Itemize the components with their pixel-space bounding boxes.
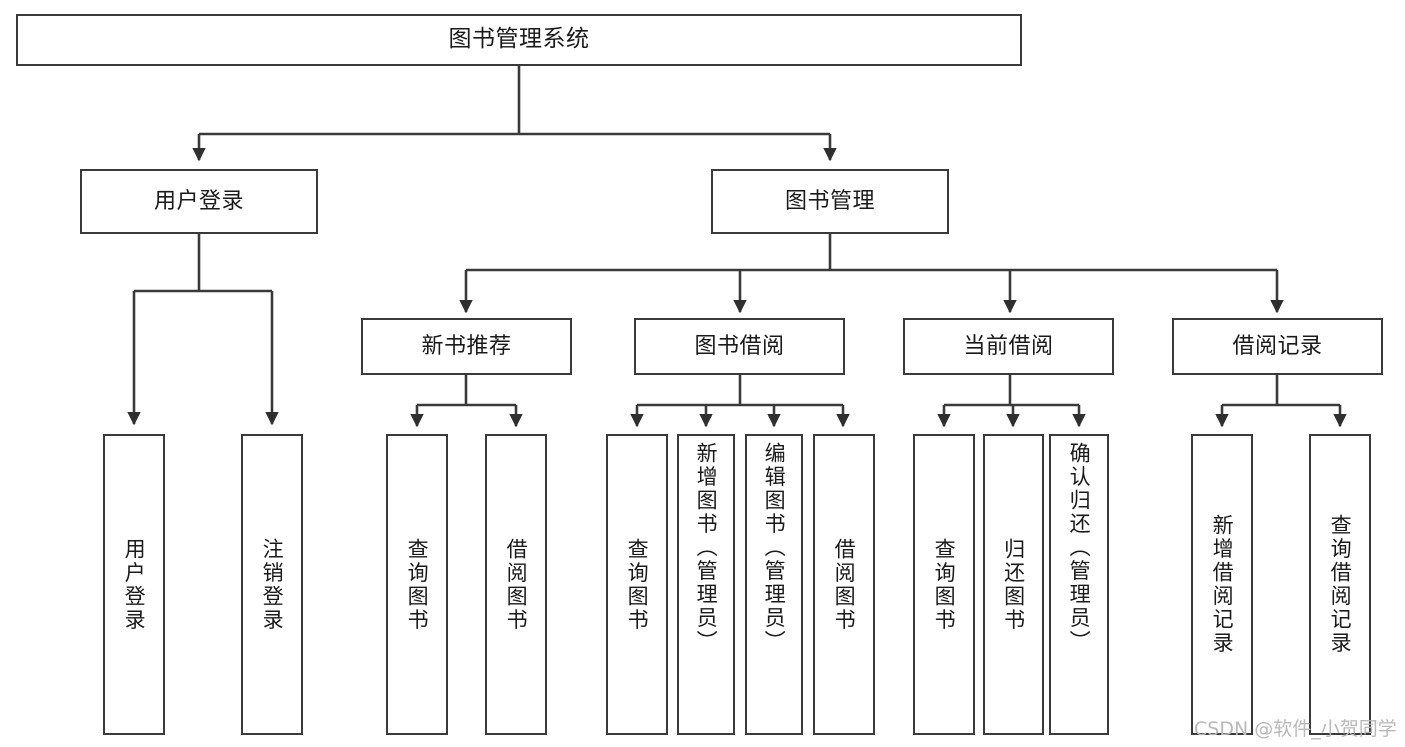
leaf-rec-borrow[interactable]: 借阅图书 — [485, 434, 547, 735]
leaf-cur-confirm-label: 确认归还（管理员） — [1067, 442, 1092, 654]
csdn-watermark: CSDN @软件_小贺同学 — [1194, 718, 1397, 740]
leaf-cur-return[interactable]: 归还图书 — [983, 434, 1044, 735]
leaf-cur-confirm[interactable]: 确认归还（管理员） — [1049, 434, 1109, 735]
leaf-borrow-add[interactable]: 新增图书（管理员） — [677, 434, 735, 735]
node-book-borrow[interactable]: 图书借阅 — [634, 318, 845, 375]
node-current-borrow-label: 当前借阅 — [963, 333, 1054, 359]
leaf-user-logout-label: 注销登录 — [260, 537, 285, 632]
leaf-borrow-lend[interactable]: 借阅图书 — [813, 434, 875, 735]
node-book-manage-label: 图书管理 — [784, 188, 875, 214]
leaf-rec-add-label: 新增借阅记录 — [1210, 514, 1235, 655]
node-root-label: 图书管理系统 — [448, 26, 590, 53]
leaf-borrow-query-label: 查询图书 — [625, 537, 650, 632]
leaf-user-login-label: 用户登录 — [122, 537, 147, 632]
leaf-rec-query-label: 查询图书 — [405, 537, 430, 632]
leaf-rec-add[interactable]: 新增借阅记录 — [1191, 434, 1253, 735]
node-book-borrow-label: 图书借阅 — [694, 333, 785, 359]
node-borrow-record[interactable]: 借阅记录 — [1172, 318, 1383, 375]
leaf-rec-query2-label: 查询借阅记录 — [1328, 514, 1353, 655]
leaf-cur-query[interactable]: 查询图书 — [913, 434, 975, 735]
leaf-user-login[interactable]: 用户登录 — [103, 434, 165, 735]
node-root[interactable]: 图书管理系统 — [16, 14, 1022, 66]
leaf-rec-query[interactable]: 查询图书 — [386, 434, 448, 735]
node-user-login-label: 用户登录 — [153, 188, 244, 214]
leaf-cur-query-label: 查询图书 — [932, 537, 957, 632]
node-user-login[interactable]: 用户登录 — [80, 169, 318, 234]
node-current-borrow[interactable]: 当前借阅 — [903, 318, 1114, 375]
node-book-manage[interactable]: 图书管理 — [711, 169, 949, 234]
leaf-rec-query2[interactable]: 查询借阅记录 — [1309, 434, 1371, 735]
node-borrow-record-label: 借阅记录 — [1232, 333, 1323, 359]
leaf-rec-borrow-label: 借阅图书 — [504, 537, 529, 632]
node-new-book-rec-label: 新书推荐 — [421, 333, 512, 359]
leaf-borrow-edit[interactable]: 编辑图书（管理员） — [745, 434, 803, 735]
leaf-user-logout[interactable]: 注销登录 — [241, 434, 303, 735]
leaf-borrow-edit-label: 编辑图书（管理员） — [762, 442, 787, 654]
node-new-book-rec[interactable]: 新书推荐 — [361, 318, 572, 375]
leaf-borrow-lend-label: 借阅图书 — [832, 537, 857, 632]
leaf-borrow-add-label: 新增图书（管理员） — [694, 442, 719, 654]
leaf-cur-return-label: 归还图书 — [1001, 537, 1026, 632]
leaf-borrow-query[interactable]: 查询图书 — [606, 434, 668, 735]
